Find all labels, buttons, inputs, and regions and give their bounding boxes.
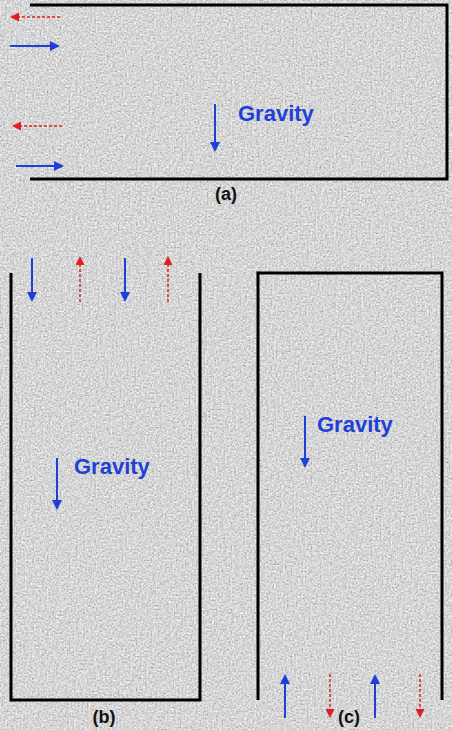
- inflow-arrow: [10, 45, 58, 47]
- granular-container: Gravity: [10, 273, 200, 700]
- gravity-arrow: [304, 416, 306, 466]
- outflow-arrow: [419, 674, 421, 716]
- outflow-arrow: [79, 258, 81, 302]
- outflow-arrow: [329, 674, 331, 716]
- granular-bed: [257, 272, 442, 700]
- outflow-arrow: [12, 16, 60, 18]
- gravity-arrow: [56, 458, 58, 508]
- force-label: Gravity: [74, 455, 150, 479]
- inflow-arrow: [124, 258, 126, 300]
- granular-bed: [10, 273, 200, 700]
- granular-bed: [8, 5, 448, 179]
- container-wall: [11, 273, 200, 700]
- inflow-arrow: [284, 676, 286, 718]
- outflow-arrow: [167, 258, 169, 302]
- inflow-arrow: [374, 676, 376, 718]
- granular-container: Gravity: [257, 272, 442, 700]
- container-wall: [30, 5, 447, 179]
- panel-label: (c): [338, 708, 360, 728]
- force-label: Gravity: [238, 102, 314, 126]
- panel-label: (b): [93, 708, 116, 728]
- container-wall: [258, 273, 442, 700]
- gravity-arrow: [214, 104, 216, 150]
- inflow-arrow: [31, 258, 33, 300]
- granular-container: Gravity: [8, 5, 448, 179]
- panel-label: (a): [215, 185, 237, 205]
- outflow-arrow: [14, 125, 62, 127]
- inflow-arrow: [16, 165, 62, 167]
- force-label: Gravity: [317, 413, 393, 437]
